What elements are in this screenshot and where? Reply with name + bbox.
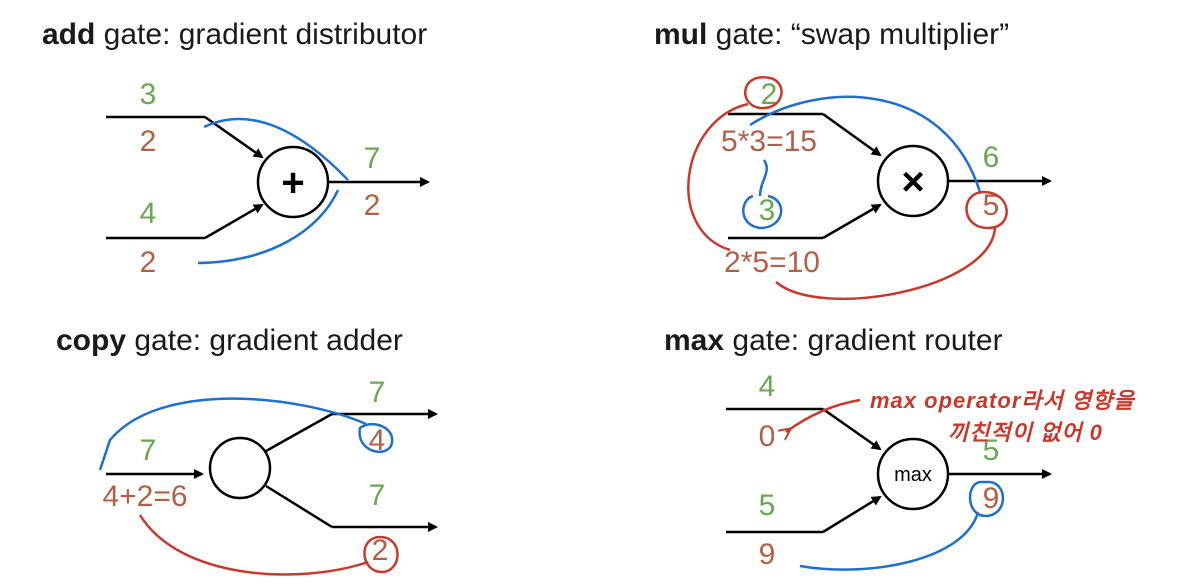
copy-output1-gradient-value: 4	[369, 424, 386, 457]
max-input1-arrow	[822, 407, 882, 451]
add-input2-forward-value: 4	[140, 197, 157, 230]
max-gate-title: max gate: gradient router	[664, 324, 1003, 357]
max-red-pointer-arrow	[786, 398, 861, 432]
add-output-gradient-value: 2	[364, 189, 381, 222]
copy-output2-gradient-value: 2	[372, 534, 389, 567]
add-gate-panel: add gate: gradient distributor + 3 2 4 2…	[42, 18, 430, 279]
add-op-symbol: +	[281, 161, 304, 205]
copy-input-forward-value: 7	[140, 434, 157, 467]
mul-red-annotation-left	[687, 102, 749, 252]
copy-gate-panel: copy gate: gradient adder 7 4+2=6 7 4 7 …	[56, 324, 438, 576]
mul-output-gradient-value: 5	[983, 189, 1000, 222]
mul-red-annotation-bottom	[775, 227, 997, 300]
mul-input2-forward-value: 3	[759, 194, 776, 227]
max-blue-annotation	[799, 511, 980, 571]
copy-output2-branch	[265, 484, 333, 529]
mul-gate-panel: mul gate: “swap multiplier” × 2 5*3=15 3…	[654, 18, 1052, 300]
mul-red-circle-input1	[744, 76, 783, 110]
max-blue-circle-output	[968, 480, 1005, 518]
copy-input-gradient-value: 4+2=6	[102, 480, 187, 513]
max-input1-forward-value: 4	[759, 370, 776, 403]
copy-blue-circle-output1	[358, 422, 394, 454]
max-op-label: max	[894, 464, 932, 486]
copy-blue-annotation	[98, 397, 367, 471]
max-handwritten-note-line1: max operator라서 영향을	[870, 388, 1135, 413]
max-input1-gradient-value: 0	[759, 420, 776, 453]
add-input2-gradient-value: 2	[140, 246, 157, 279]
max-handwritten-note-line2: 끼친적이 없어 0	[948, 420, 1103, 445]
max-input2-arrow	[822, 495, 882, 534]
mul-blue-circle-input2	[742, 194, 783, 230]
add-input1-forward-value: 3	[140, 78, 157, 111]
max-output-gradient-value: 9	[983, 482, 1000, 515]
max-output-forward-value: 5	[983, 434, 1000, 467]
mul-blue-annotation-top	[749, 95, 982, 193]
copy-node	[208, 436, 272, 500]
mul-gate-title: mul gate: “swap multiplier”	[654, 18, 1009, 51]
max-input2-gradient-value: 9	[759, 538, 776, 571]
mul-input2-arrow	[822, 203, 882, 240]
add-output-forward-value: 7	[364, 142, 381, 175]
copy-output2-forward-value: 7	[369, 479, 386, 512]
copy-red-annotation	[138, 514, 369, 576]
mul-input2-gradient-value: 2*5=10	[724, 246, 820, 279]
mul-input1-arrow	[822, 112, 882, 157]
mul-input1-forward-value: 2	[761, 78, 778, 111]
max-input2-forward-value: 5	[759, 489, 776, 522]
mul-output-forward-value: 6	[983, 141, 1000, 174]
max-gate-panel: max gate: gradient router max 4 0 5 9 5 …	[664, 324, 1135, 571]
mul-input1-gradient-value: 5*3=15	[721, 125, 817, 158]
add-blue-annotation-top	[203, 117, 349, 181]
copy-output1-forward-value: 7	[369, 376, 386, 409]
copy-output1-branch	[265, 412, 333, 453]
add-input1-gradient-value: 2	[140, 125, 157, 158]
copy-gate-title: copy gate: gradient adder	[56, 324, 403, 357]
mul-blue-annotation-link	[758, 159, 768, 197]
add-blue-annotation-bottom	[197, 189, 340, 265]
mul-op-symbol: ×	[901, 160, 924, 204]
mul-red-circle-output	[965, 190, 1008, 230]
copy-red-circle-output2	[363, 535, 399, 574]
add-gate-title: add gate: gradient distributor	[42, 18, 427, 51]
add-input2-arrow	[204, 203, 264, 240]
